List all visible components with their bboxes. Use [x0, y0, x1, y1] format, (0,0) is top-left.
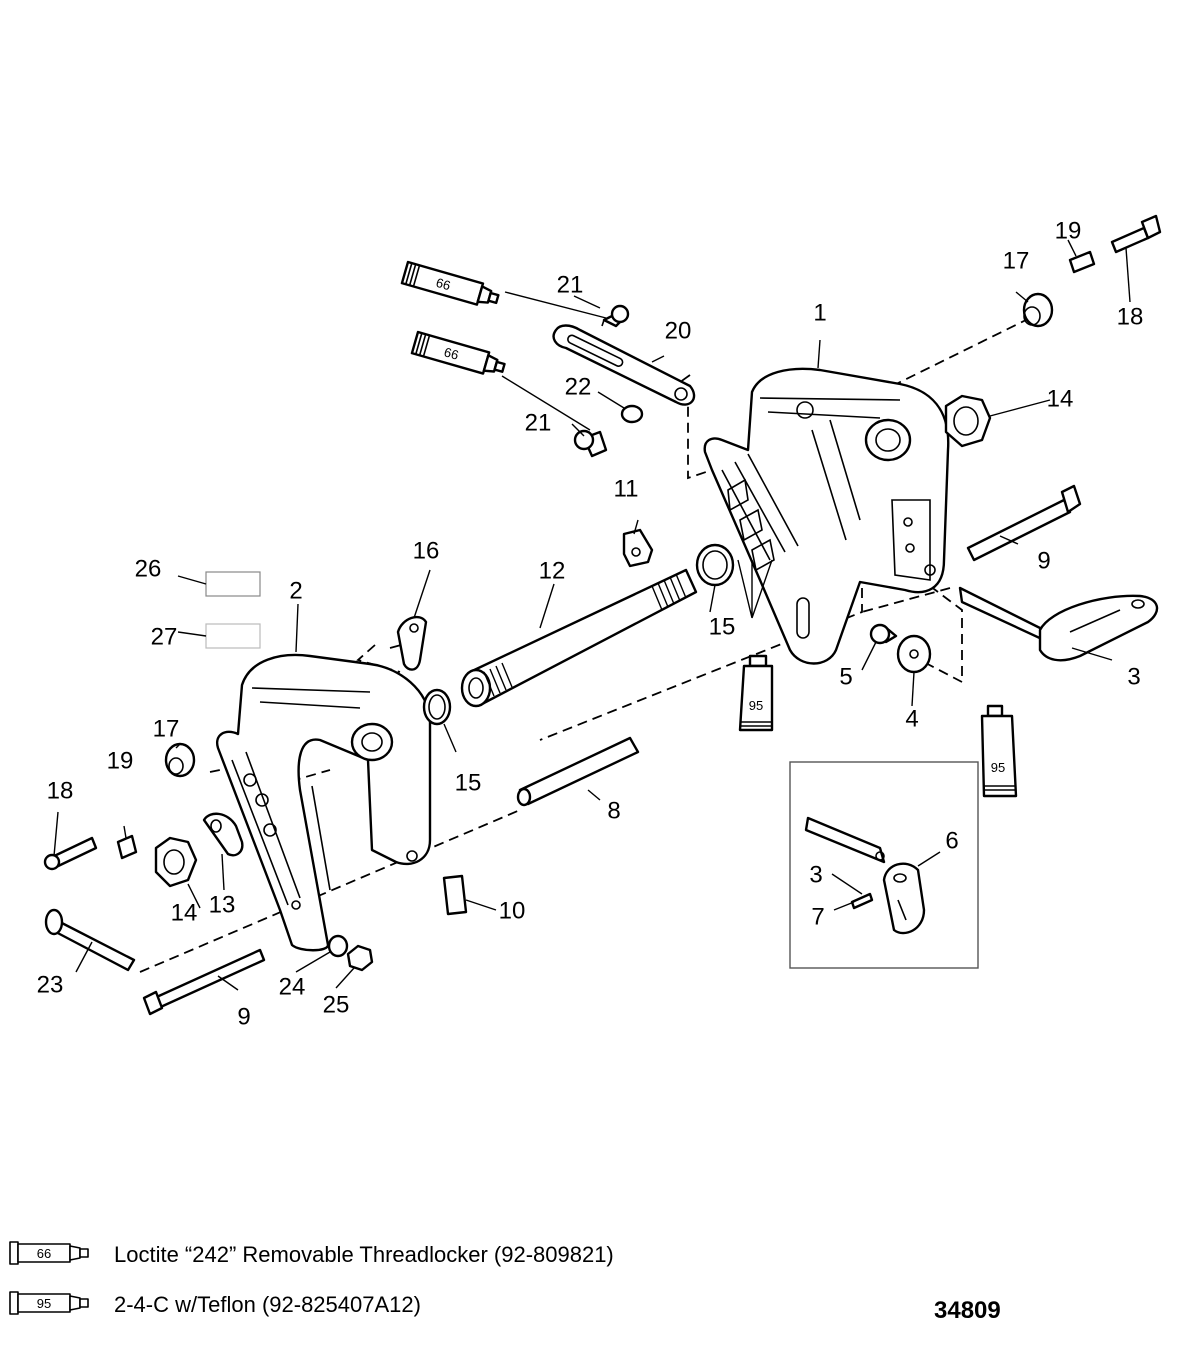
callout-3-inset: 3	[809, 861, 822, 888]
clamp-bracket-port	[215, 653, 432, 952]
washer-rings	[422, 543, 735, 726]
right-bushing-spring-screw	[1022, 214, 1162, 328]
callout-labels: 1 2 3 3 4 5 6 7 8 9 9 10 11 12 13 14 14 …	[37, 217, 1144, 1030]
callout-25: 25	[323, 991, 350, 1018]
tube-95-center-label: 95	[749, 698, 763, 713]
leader-lines	[53, 239, 1131, 991]
grease-tube-95-center: 95	[738, 654, 774, 732]
callout-22: 22	[565, 373, 592, 400]
callout-26: 26	[135, 555, 162, 582]
callout-17-right: 17	[1003, 247, 1030, 274]
callout-18-right: 18	[1117, 303, 1144, 330]
legend-66-text: Loctite “242” Removable Threadlocker (92…	[114, 1242, 614, 1267]
swivel-tube	[460, 568, 698, 708]
clamp-bracket-starboard	[703, 367, 950, 665]
callout-12: 12	[539, 557, 566, 584]
screws-and-washers	[573, 304, 644, 458]
callout-3-handle: 3	[1127, 663, 1140, 690]
callout-14-right: 14	[1047, 385, 1074, 412]
callout-21-upper: 21	[557, 271, 584, 298]
callout-4: 4	[905, 705, 918, 732]
tube-95-right-label: 95	[991, 760, 1005, 775]
callout-1: 1	[813, 299, 826, 326]
screw-and-pad	[869, 623, 932, 674]
callout-24: 24	[279, 973, 306, 1000]
callout-20: 20	[665, 317, 692, 344]
left-small-parts	[43, 742, 468, 1016]
callout-11: 11	[614, 475, 639, 502]
callout-17-left: 17	[153, 715, 180, 742]
callout-15-left: 15	[455, 769, 482, 796]
callout-8: 8	[607, 797, 620, 824]
lock-cap	[622, 528, 654, 568]
tilt-pin-rod	[516, 736, 640, 807]
callout-16: 16	[413, 537, 440, 564]
grease-tube-66-upper: 66	[400, 260, 500, 306]
callout-10: 10	[499, 897, 526, 924]
legend-95-code: 95	[37, 1296, 51, 1311]
callout-21-lower: 21	[525, 409, 552, 436]
grease-tube-66-lower: 66	[410, 330, 506, 375]
friction-plate	[396, 615, 428, 671]
legend-row-66: 66 Loctite “242” Removable Threadlocker …	[9, 1241, 614, 1267]
callout-5: 5	[839, 663, 852, 690]
callout-13: 13	[209, 891, 236, 918]
callout-18-left: 18	[47, 777, 74, 804]
callout-9-left: 9	[237, 1003, 250, 1030]
link-bar	[552, 324, 696, 406]
callout-15-right: 15	[709, 613, 736, 640]
callout-6: 6	[945, 827, 958, 854]
reference-boxes	[205, 571, 261, 649]
callout-9-right: 9	[1037, 547, 1050, 574]
callout-14-left: 14	[171, 899, 198, 926]
tube-66-upper-label: 66	[434, 275, 452, 293]
clamp-handle	[958, 586, 1159, 662]
callout-7: 7	[811, 903, 824, 930]
callout-23: 23	[37, 971, 64, 998]
callout-2: 2	[289, 577, 302, 604]
figure-number: 34809	[934, 1297, 1001, 1324]
legend: 66 Loctite “242” Removable Threadlocker …	[9, 1241, 614, 1317]
callout-19-left: 19	[107, 747, 134, 774]
legend-66-code: 66	[37, 1246, 51, 1261]
inset-detail	[789, 761, 979, 969]
tube-66-lower-label: 66	[442, 344, 460, 362]
legend-95-text: 2-4-C w/Teflon (92-825407A12)	[114, 1292, 421, 1317]
right-nut	[944, 394, 992, 448]
callout-19-right: 19	[1055, 217, 1082, 244]
grease-tube-95-right: 95	[980, 704, 1018, 798]
right-through-bolt	[966, 484, 1082, 562]
callout-27: 27	[151, 623, 178, 650]
legend-row-95: 95 2-4-C w/Teflon (92-825407A12)	[9, 1291, 421, 1317]
